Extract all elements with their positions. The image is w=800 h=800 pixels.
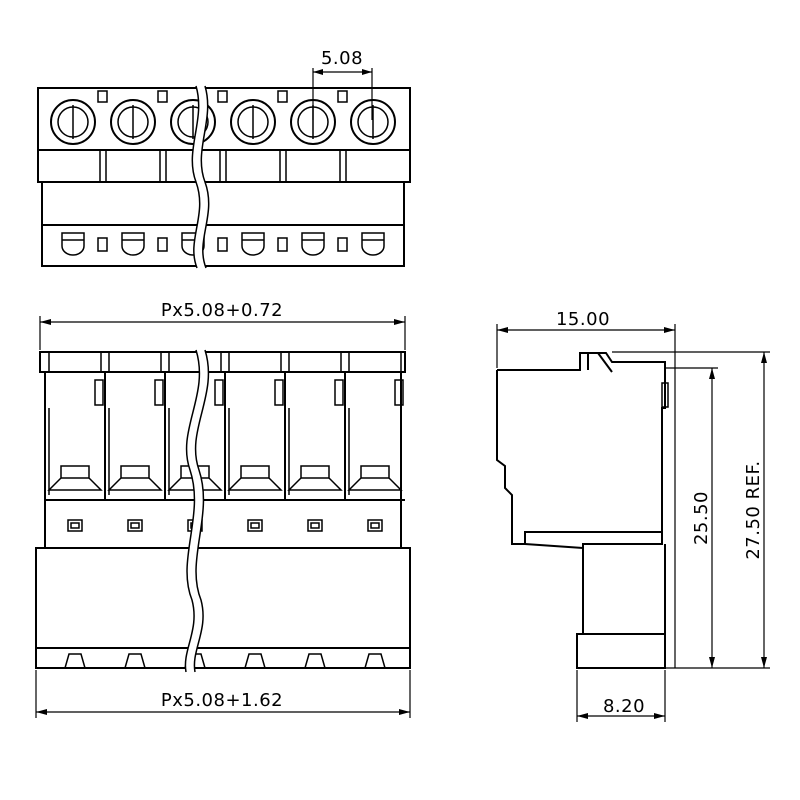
- side-view: 15.00 25.50 27.50 REF. 8.20: [496, 309, 770, 722]
- cap-block: [48, 351, 102, 373]
- height-ref-label: 27.50 REF.: [743, 460, 764, 559]
- front-view: Px5.08+0.72 Px5.08+1.62: [35, 300, 411, 718]
- foot-notch: [304, 653, 326, 669]
- cell-wall: [344, 372, 405, 501]
- cap-block: [288, 351, 342, 373]
- test-port-inner: [370, 522, 380, 529]
- screw-hole: [170, 99, 216, 145]
- pin-square: [277, 90, 288, 103]
- base-depth-label: 8.20: [603, 696, 645, 717]
- pitch-label: 5.08: [321, 48, 363, 69]
- test-port: [367, 519, 383, 532]
- cell-wall: [44, 372, 105, 501]
- wire-entry: [61, 232, 85, 256]
- foot-notch: [244, 653, 266, 669]
- separator: [99, 149, 107, 183]
- cell-wall: [224, 372, 285, 501]
- contact-pin: [154, 379, 164, 406]
- pin-square: [157, 90, 168, 103]
- cell-wall: [284, 372, 345, 501]
- foot-notch: [364, 653, 386, 669]
- contact-pin: [334, 379, 344, 406]
- separator: [219, 149, 227, 183]
- foot-notch: [64, 653, 86, 669]
- height-label: 25.50: [691, 491, 712, 545]
- depth-label: 15.00: [556, 309, 610, 330]
- test-port: [67, 519, 83, 532]
- cap-block: [228, 351, 282, 373]
- width-dimension-top: Px5.08+0.72: [39, 300, 406, 350]
- test-port-inner: [250, 522, 260, 529]
- height-dimension: 25.50: [665, 367, 770, 669]
- cap-block: [348, 351, 402, 373]
- separator: [339, 149, 347, 183]
- screw-hole: [230, 99, 276, 145]
- pin-square: [337, 90, 348, 103]
- pitch-dimension: 5.08: [312, 48, 373, 120]
- screw-hole: [50, 99, 96, 145]
- release-square: [277, 237, 288, 252]
- cell-wall: [104, 372, 165, 501]
- contact-pin: [214, 379, 224, 406]
- cap-block: [108, 351, 162, 373]
- height-ref-dimension: 27.50 REF.: [612, 351, 770, 668]
- wire-entry: [301, 232, 325, 256]
- test-port: [307, 519, 323, 532]
- width-bottom-label: Px5.08+1.62: [161, 690, 283, 711]
- pin-square: [217, 90, 228, 103]
- width-top-label: Px5.08+0.72: [161, 300, 283, 321]
- test-port-inner: [310, 522, 320, 529]
- test-port: [127, 519, 143, 532]
- base-depth-dimension: 8.20: [576, 670, 666, 722]
- test-port-inner: [130, 522, 140, 529]
- wire-entry: [241, 232, 265, 256]
- contact-pin: [274, 379, 284, 406]
- depth-dimension: 15.00: [496, 309, 676, 668]
- contact-pin: [94, 379, 104, 406]
- release-square: [97, 237, 108, 252]
- wire-entry: [121, 232, 145, 256]
- release-square: [217, 237, 228, 252]
- separator: [279, 149, 287, 183]
- cell-wall: [164, 372, 225, 501]
- pin-square: [97, 90, 108, 103]
- screw-hole: [110, 99, 156, 145]
- contact-pin: [394, 379, 404, 406]
- test-port-inner: [70, 522, 80, 529]
- screw-hole: [350, 99, 396, 145]
- width-dimension-bottom: Px5.08+1.62: [35, 670, 411, 718]
- cap-block: [168, 351, 222, 373]
- release-square: [337, 237, 348, 252]
- top-view-poles: [50, 90, 396, 256]
- separator: [159, 149, 167, 183]
- top-view: 5.08: [37, 48, 411, 269]
- front-view-poles: [44, 351, 405, 669]
- release-square: [157, 237, 168, 252]
- foot-notch: [124, 653, 146, 669]
- test-port: [247, 519, 263, 532]
- wire-entry: [361, 232, 385, 256]
